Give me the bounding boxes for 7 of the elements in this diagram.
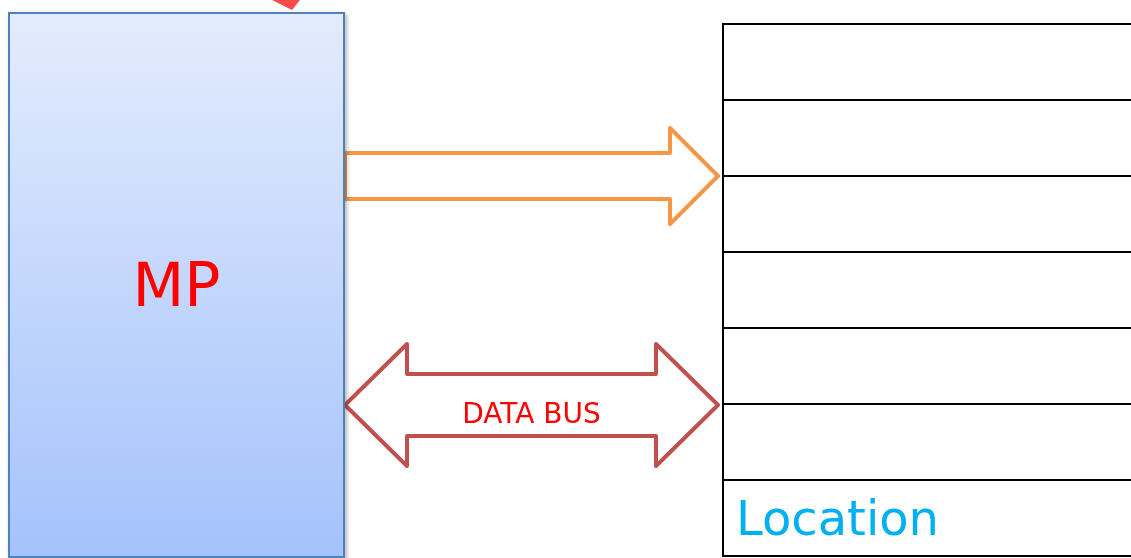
memory-block <box>722 23 1131 557</box>
edge-label: DATA BUS <box>462 396 601 430</box>
cell-label: Location <box>736 490 939 546</box>
processor-box <box>8 12 345 558</box>
processor-label: MP <box>132 250 221 320</box>
double-block-arrow <box>343 342 720 468</box>
block-arrow <box>343 126 720 226</box>
